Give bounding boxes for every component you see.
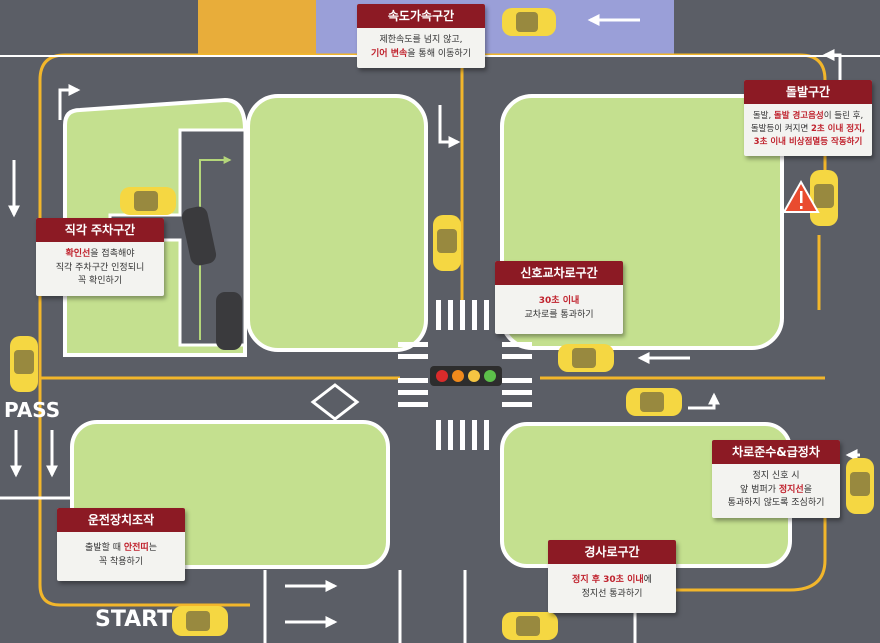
- outer-boundary-line-right: [660, 460, 827, 592]
- taxi-top: [502, 8, 556, 36]
- gray-car-2: [216, 292, 242, 350]
- taxi-slope: [502, 612, 558, 640]
- zone-card-slope: 경사로구간 정지 후 30초 이내에 정지선 통과하기: [548, 540, 676, 613]
- zone-card-parking: 직각 주차구간 확인선을 접촉해야 직각 주차구간 인정되니 꼭 확인하기: [36, 218, 164, 296]
- crosswalk-west: [398, 342, 428, 407]
- crosswalk-south: [436, 420, 489, 450]
- crosswalk-north: [436, 300, 489, 330]
- taxi-pass: [10, 336, 38, 392]
- zone-card-lane: 차로준수&급정차 정지 신호 시 앞 범퍼가 정지선을 통과하지 않도록 조심하…: [712, 440, 840, 518]
- zone-title: 경사로구간: [548, 540, 676, 564]
- zone-title: 차로준수&급정차: [712, 440, 840, 464]
- taxi-east-1: [558, 344, 614, 372]
- zone-card-controls: 운전장치조작 출발할 때 안전띠는 꼭 착용하기: [57, 508, 185, 581]
- pass-label: PASS: [4, 398, 61, 422]
- gray-car-1: [181, 206, 217, 266]
- start-label: START: [95, 607, 173, 632]
- zone-card-signal: 신호교차로구간 30초 이내 교차로를 통과하기: [495, 261, 623, 334]
- diamond-marking: [310, 383, 360, 421]
- zone-card-speed: 속도가속구간 제한속도를 넘지 않고, 기어 변속을 통해 이동하기: [357, 4, 485, 68]
- traffic-light: [430, 366, 502, 386]
- zone-card-emergency: 돌발구간 돌발, 돌발 경고음성이 들린 후, 돌발등이 켜지면 2초 이내 정…: [744, 80, 872, 156]
- zone-title: 신호교차로구간: [495, 261, 623, 285]
- taxi-lane: [846, 458, 874, 514]
- zone-title: 운전장치조작: [57, 508, 185, 532]
- zone-title: 직각 주차구간: [36, 218, 164, 242]
- warning-triangle-icon: [782, 179, 820, 213]
- grass-block-north-center: [246, 94, 428, 352]
- direction-arrows: [7, 13, 860, 628]
- taxi-parking: [120, 187, 176, 215]
- taxi-right: [810, 170, 838, 226]
- parking-guide-arrow: [199, 156, 232, 340]
- crosswalk-east: [502, 342, 532, 407]
- taxi-center-north: [433, 215, 461, 271]
- taxi-start: [172, 606, 228, 636]
- outer-boundary-line-bottom: [38, 520, 250, 607]
- zone-title: 돌발구간: [744, 80, 872, 104]
- taxi-east-2: [626, 388, 682, 416]
- orange-zone: [198, 0, 316, 56]
- zone-title: 속도가속구간: [357, 4, 485, 28]
